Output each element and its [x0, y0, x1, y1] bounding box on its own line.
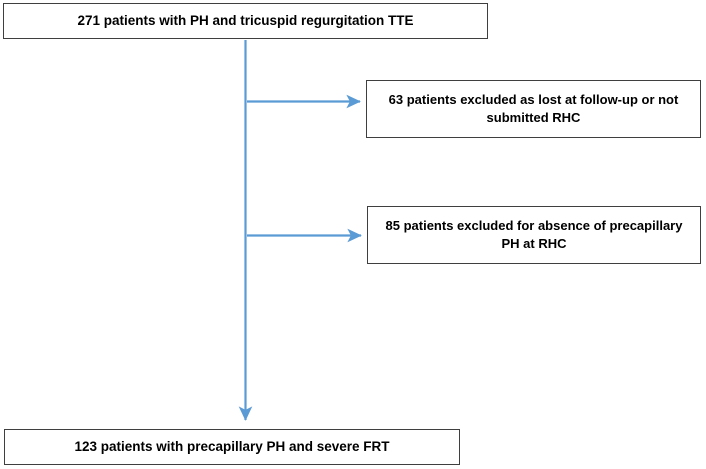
flow-node-enrolled-label: 271 patients with PH and tricuspid regur…: [77, 12, 414, 28]
flow-node-excluded-followup-label: 63 patients excluded as lost at follow-u…: [388, 92, 679, 125]
flow-node-final-cohort: 123 patients with precapillary PH and se…: [4, 429, 460, 465]
flow-node-excluded-followup: 63 patients excluded as lost at follow-u…: [366, 80, 701, 138]
flow-node-final-cohort-label: 123 patients with precapillary PH and se…: [74, 438, 390, 454]
flow-node-excluded-precapillary-label: 85 patients excluded for absence of prec…: [385, 218, 683, 251]
flow-node-excluded-precapillary: 85 patients excluded for absence of prec…: [367, 206, 701, 264]
flow-node-enrolled: 271 patients with PH and tricuspid regur…: [3, 3, 488, 39]
